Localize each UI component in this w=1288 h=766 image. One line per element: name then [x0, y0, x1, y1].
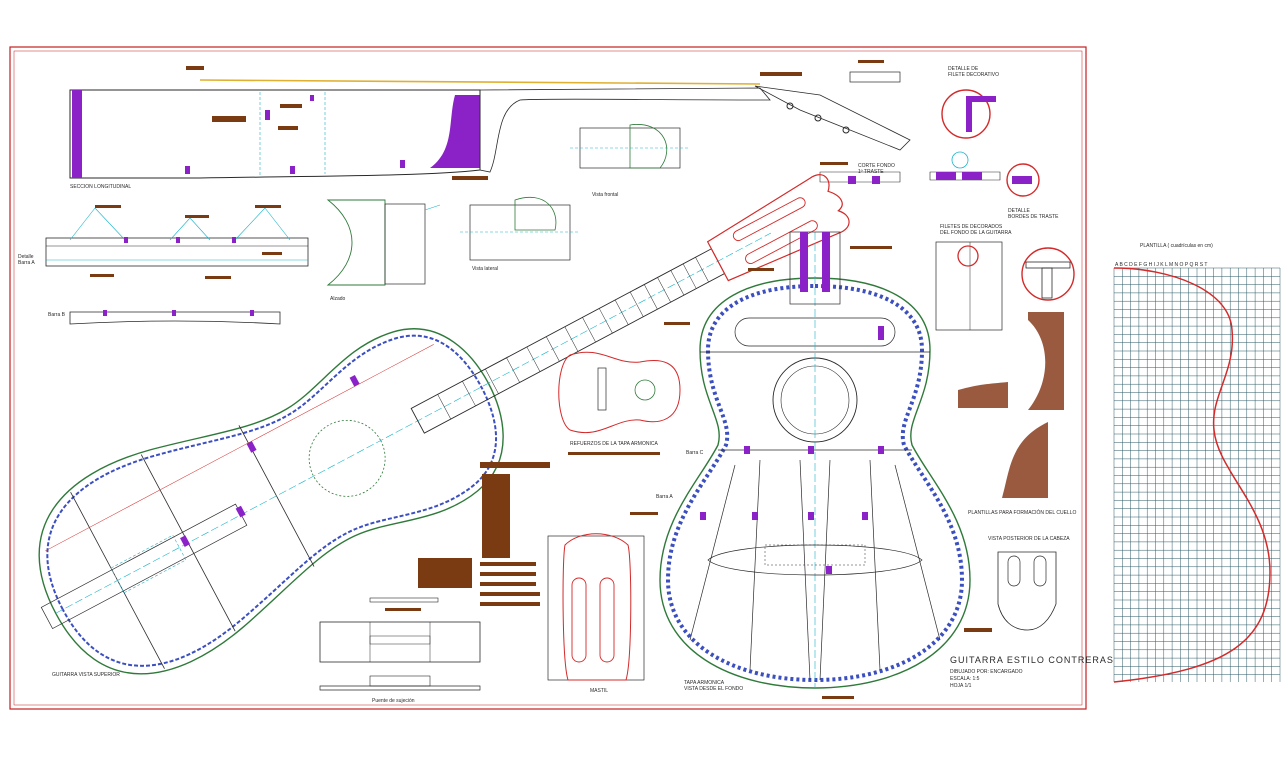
soundboard-reinforcements: REFUERZOS DE LA TAPA ARMONICA — [558, 351, 681, 455]
label-vista-posterior: VISTA POSTERIOR DE LA CABEZA — [988, 536, 1070, 542]
title-block: GUITARRA ESTILO CONTRERAS DIBUJADO POR: … — [950, 655, 1114, 689]
guitar-title: GUITARRA ESTILO CONTRERAS — [950, 655, 1114, 665]
label-vista-frontal: Vista frontal — [592, 192, 618, 198]
title-sub3: HOJA 1/1 — [950, 683, 972, 689]
label-barra-b: Barra B — [48, 312, 66, 318]
label-alzado: Alzado — [330, 296, 346, 302]
legend-table — [369, 462, 550, 611]
title-sub2: ESCALA: 1:5 — [950, 676, 980, 682]
drawing-frame-inner — [13, 50, 1083, 706]
label-puente: Puente de sujeción — [372, 698, 415, 704]
guitar-back-view: Barra C Barra A TAPA ARMONICA VISTA DESD… — [630, 231, 971, 699]
neck-head-view: MASTIL — [547, 533, 645, 694]
bridge-views: Puente de sujeción — [319, 621, 481, 704]
template-grid: PLANTILLA ( cuadrículas en cm) A B C D E… — [1113, 243, 1281, 683]
label-plantilla: PLANTILLA ( cuadrículas en cm) — [1140, 243, 1213, 249]
label-seccion-longitudinal: SECCION LONGITUDINAL — [70, 184, 131, 190]
longitudinal-section: SECCION LONGITUDINAL — [69, 66, 911, 190]
label-barra-a2: Barra A — [656, 494, 673, 500]
head-back-view: VISTA POSTERIOR DE LA CABEZA — [964, 536, 1070, 632]
heel-views: Alzado Vista lateral Vista frontal — [326, 124, 690, 302]
drawing-frame — [9, 46, 1087, 710]
title-sub1: DIBUJADO POR: ENCARGADO — [950, 669, 1023, 675]
label-mastil: MASTIL — [590, 688, 608, 694]
label-tapa-sub: VISTA DESDE EL FONDO — [684, 686, 743, 692]
label-plantillas-cuello: PLANTILLAS PARA FORMACIÓN DEL CUELLO — [968, 509, 1076, 516]
label-tapa-armonica: TAPA ARMONICA — [684, 680, 725, 686]
guitar-top-view: GUITARRA VISTA SUPERIOR — [38, 174, 850, 678]
label-vista-superior: GUITARRA VISTA SUPERIOR — [52, 672, 120, 678]
label-barra-c: Barra C — [686, 450, 704, 456]
label-vista-lateral: Vista lateral — [472, 266, 498, 272]
grid-column-letters: A B C D E F G H I J K L M N O P Q R S T — [1115, 262, 1207, 268]
neck-templates: PLANTILLAS PARA FORMACIÓN DEL CUELLO — [958, 312, 1076, 516]
label-refuerzos-tapa: REFUERZOS DE LA TAPA ARMONICA — [570, 441, 658, 447]
template-profile-curve — [1113, 267, 1271, 683]
